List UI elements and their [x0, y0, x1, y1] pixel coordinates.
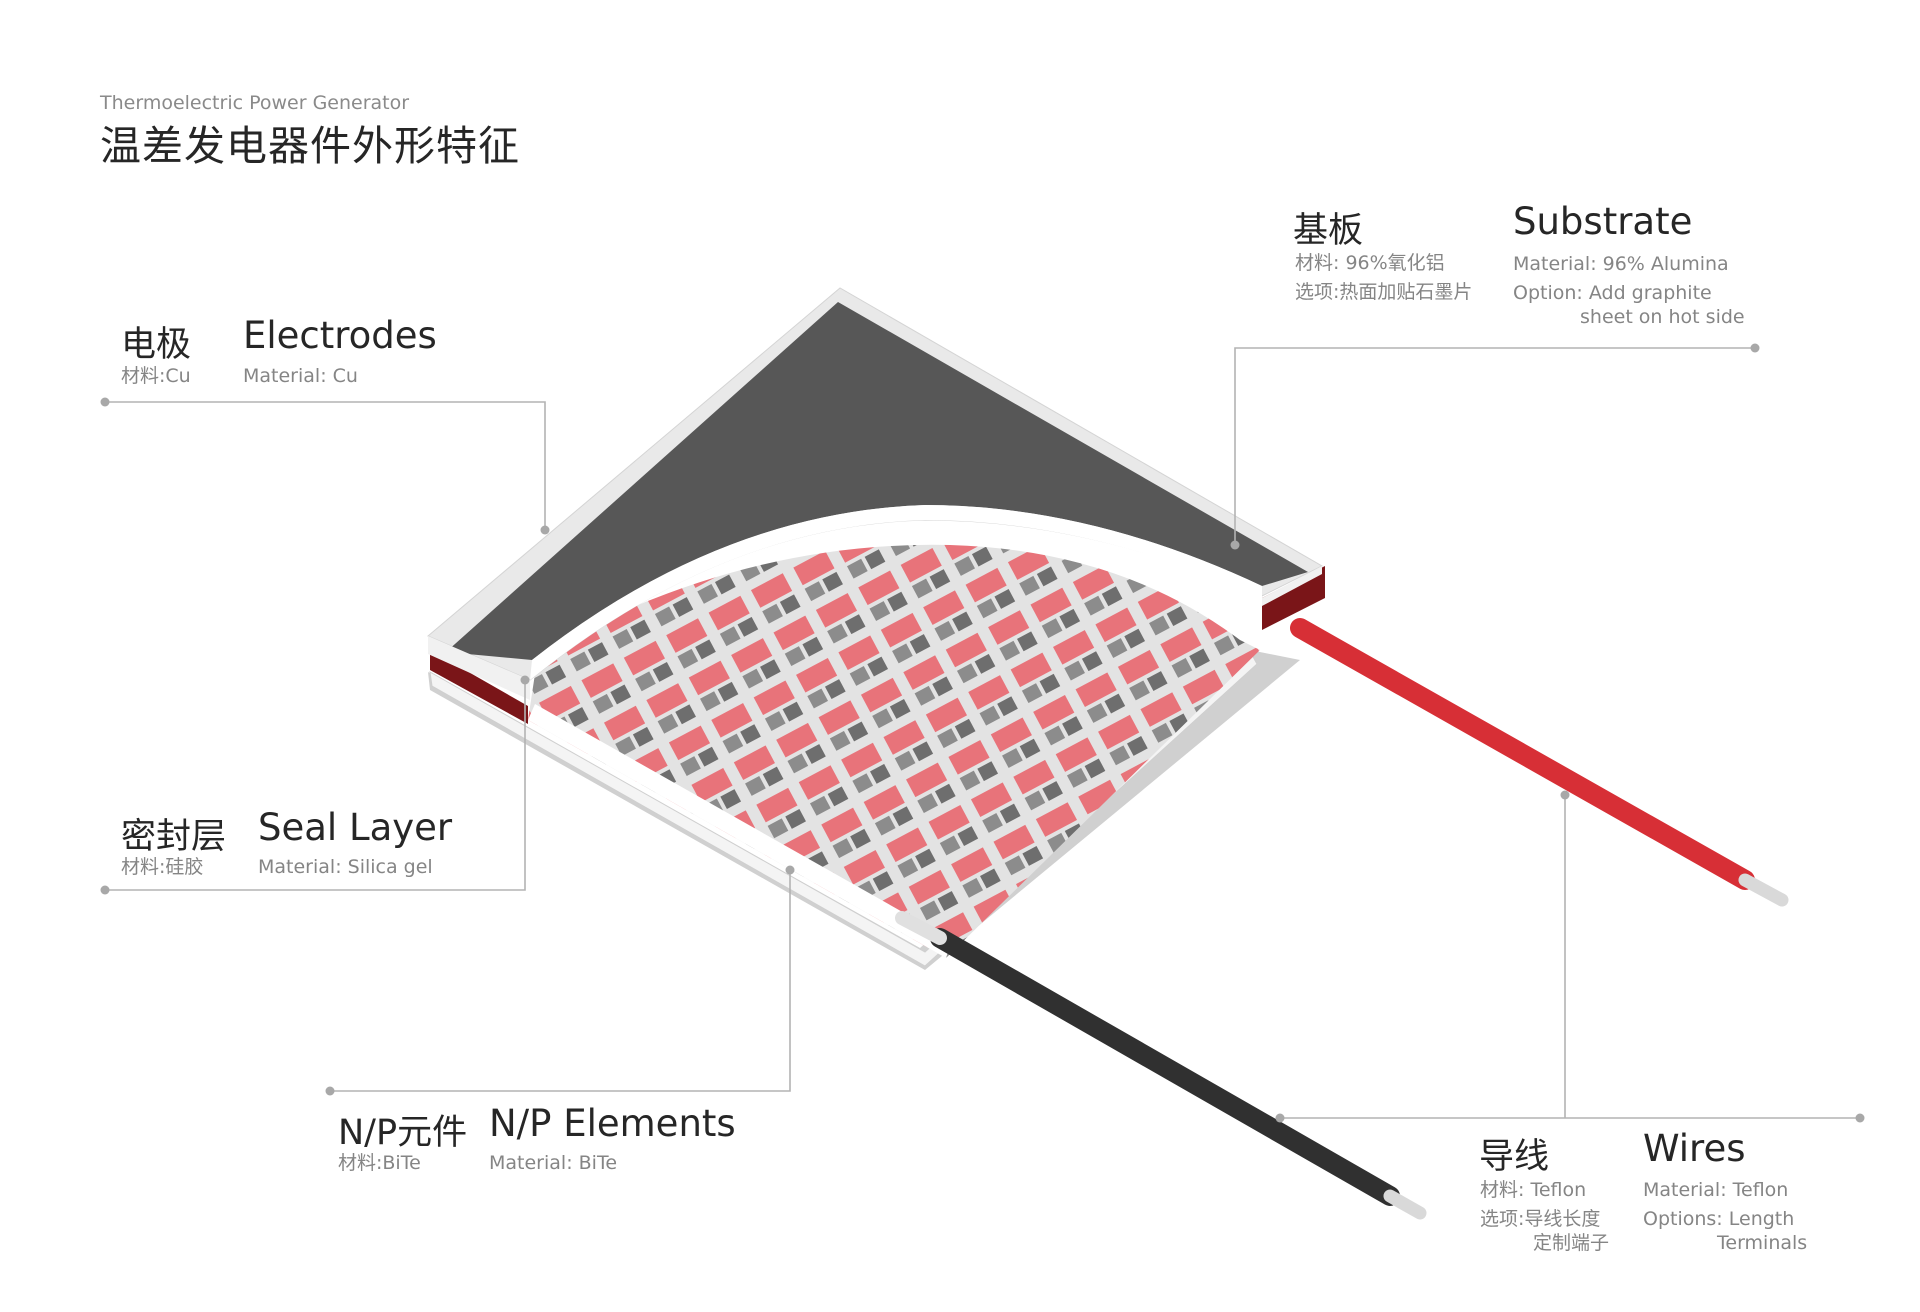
substrate-en-material: Material: 96% Alumina: [1513, 253, 1729, 275]
seal-cn-material: 材料:硅胶: [121, 856, 204, 878]
wires-en-label: Wires: [1643, 1127, 1746, 1170]
top-substrate: [427, 287, 1324, 700]
np-cn-label: N/P元件: [338, 1113, 468, 1153]
substrate-en-label: Substrate: [1513, 200, 1693, 243]
np-cn-material: 材料:BiTe: [338, 1152, 421, 1174]
substrate-en-option-line1: Option: Add graphite: [1513, 282, 1712, 304]
wires: [895, 618, 1789, 1220]
header-subtitle: Thermoelectric Power Generator: [100, 92, 410, 114]
seal-layer: [430, 566, 1325, 724]
wires-cn-option-line2: 定制端子: [1533, 1232, 1610, 1254]
substrate-cn-label: 基板: [1293, 211, 1364, 251]
substrate-cn-material: 材料: 96%氧化铝: [1295, 252, 1445, 274]
np-en-material: Material: BiTe: [489, 1152, 618, 1174]
np-en-label: N/P Elements: [489, 1102, 736, 1145]
electrodes-cn-material: 材料:Cu: [121, 365, 191, 387]
electrodes-en-material: Material: Cu: [243, 365, 358, 387]
seal-en-material: Material: Silica gel: [258, 856, 433, 878]
substrate-cn-option: 选项:热面加贴石墨片: [1295, 281, 1473, 303]
page-title: 温差发电器件外形特征: [100, 122, 520, 170]
wires-en-material: Material: Teflon: [1643, 1179, 1789, 1201]
electrodes-cn-label: 电极: [121, 325, 192, 365]
seal-en-label: Seal Layer: [258, 806, 453, 849]
wires-cn-option-line1: 选项:导线长度: [1480, 1208, 1601, 1230]
leader-dots: [100, 343, 1865, 1123]
wires-cn-label: 导线: [1479, 1137, 1550, 1177]
seal-cn-label: 密封层: [121, 817, 227, 857]
wires-en-option-line1: Options: Length: [1643, 1208, 1795, 1230]
wires-en-option-line2: Terminals: [1717, 1232, 1808, 1254]
bottom-plate-lip: [528, 704, 952, 958]
leader-lines: [105, 347, 1860, 1119]
wires-cn-material: 材料: Teflon: [1480, 1179, 1587, 1201]
substrate-en-option-line2: sheet on hot side: [1580, 306, 1745, 328]
electrodes-en-label: Electrodes: [243, 314, 437, 357]
